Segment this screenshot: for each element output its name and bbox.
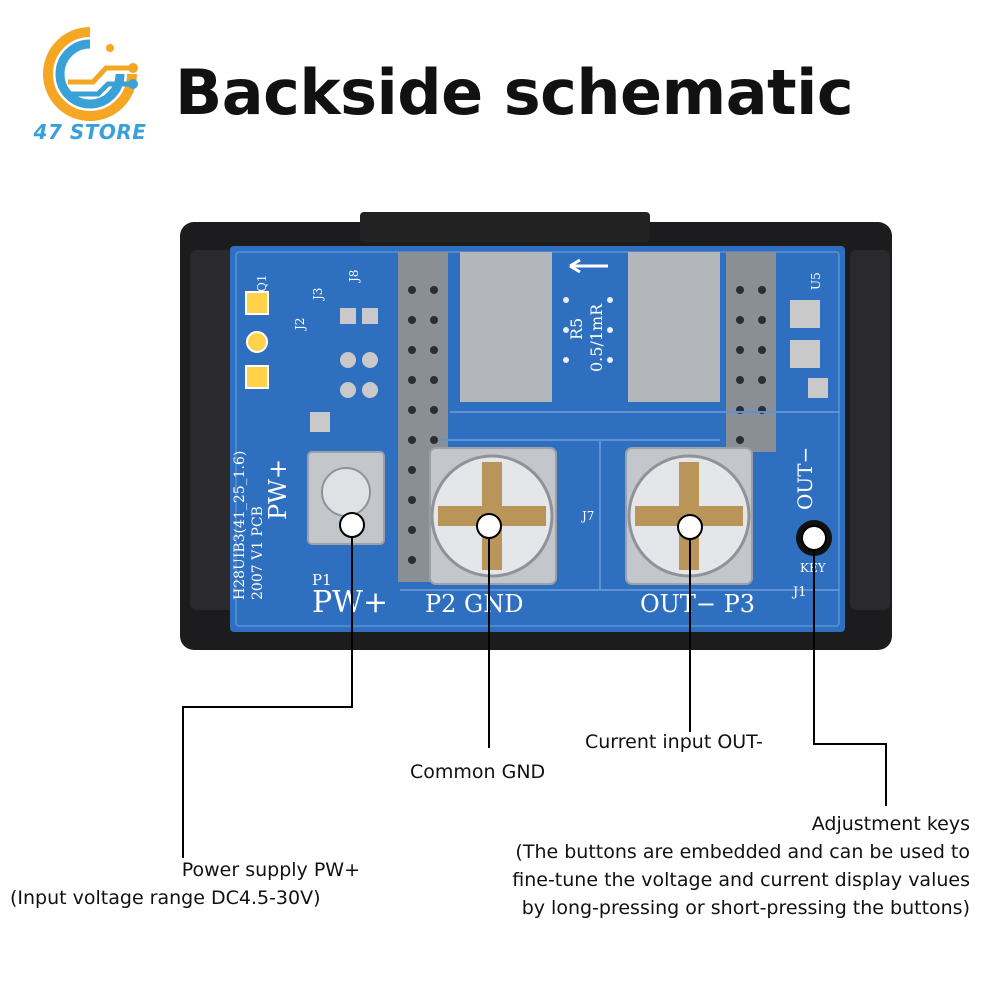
pin-holes [408,286,766,564]
store-logo-icon [43,27,138,121]
callout-adjustment-keys: Adjustment keys (The buttons are embedde… [512,810,970,922]
small-pads [245,291,828,432]
callout-current-input: Current input OUT- [585,731,763,753]
silk-pcb-ver: 2007 V1 PCB [250,506,266,600]
silk-j3: J3 [311,288,325,302]
keys-line-3: by long-pressing or short-pressing the b… [521,897,970,919]
callout-markers [339,512,827,551]
silk-pw-plus: PW+ [264,459,292,520]
silk-out-side: OUT− [793,447,817,510]
terminal-pw-plus [307,451,385,545]
silk-u5: U5 [809,272,823,290]
arrow-icon [569,258,608,274]
silk-out-p3: OUT− P3 [640,590,755,618]
silk-j1: J1 [791,585,806,600]
silk-r5: R5 [567,318,586,340]
silk-p2-gnd: P2 GND [425,590,523,618]
page-title: Backside schematic [175,56,854,129]
silk-q1: Q1 [255,275,269,292]
keys-title: Adjustment keys [811,813,970,835]
silk-j7: J7 [580,509,594,523]
callout-power-supply: Power supply PW+ [181,859,360,881]
silk-pcb-id: H28UIB3(41_25_1.6) [232,451,248,600]
header-pins-right [726,252,776,452]
shunt-pad-right [628,252,720,402]
keys-line-2: fine-tune the voltage and current displa… [512,869,970,891]
silk-j8: J8 [347,270,361,284]
shunt-pad-left [460,252,552,402]
housing-top-tab [360,212,650,242]
leader-lines [182,537,887,858]
keys-line-1: (The buttons are embedded and can be use… [515,841,970,863]
housing-right-clip [850,250,890,610]
logo-text: 47 STORE [33,120,147,144]
silk-p1: P1 [312,571,332,589]
callout-common-gnd: Common GND [410,761,546,783]
housing-left-clip [190,250,240,610]
silk-pw-bottom: PW+ [312,585,388,620]
silk-r5-value: 0.5/1mR [587,303,606,372]
silk-j2: J2 [293,318,307,332]
callout-power-range: (Input voltage range DC4.5-30V) [10,887,321,909]
